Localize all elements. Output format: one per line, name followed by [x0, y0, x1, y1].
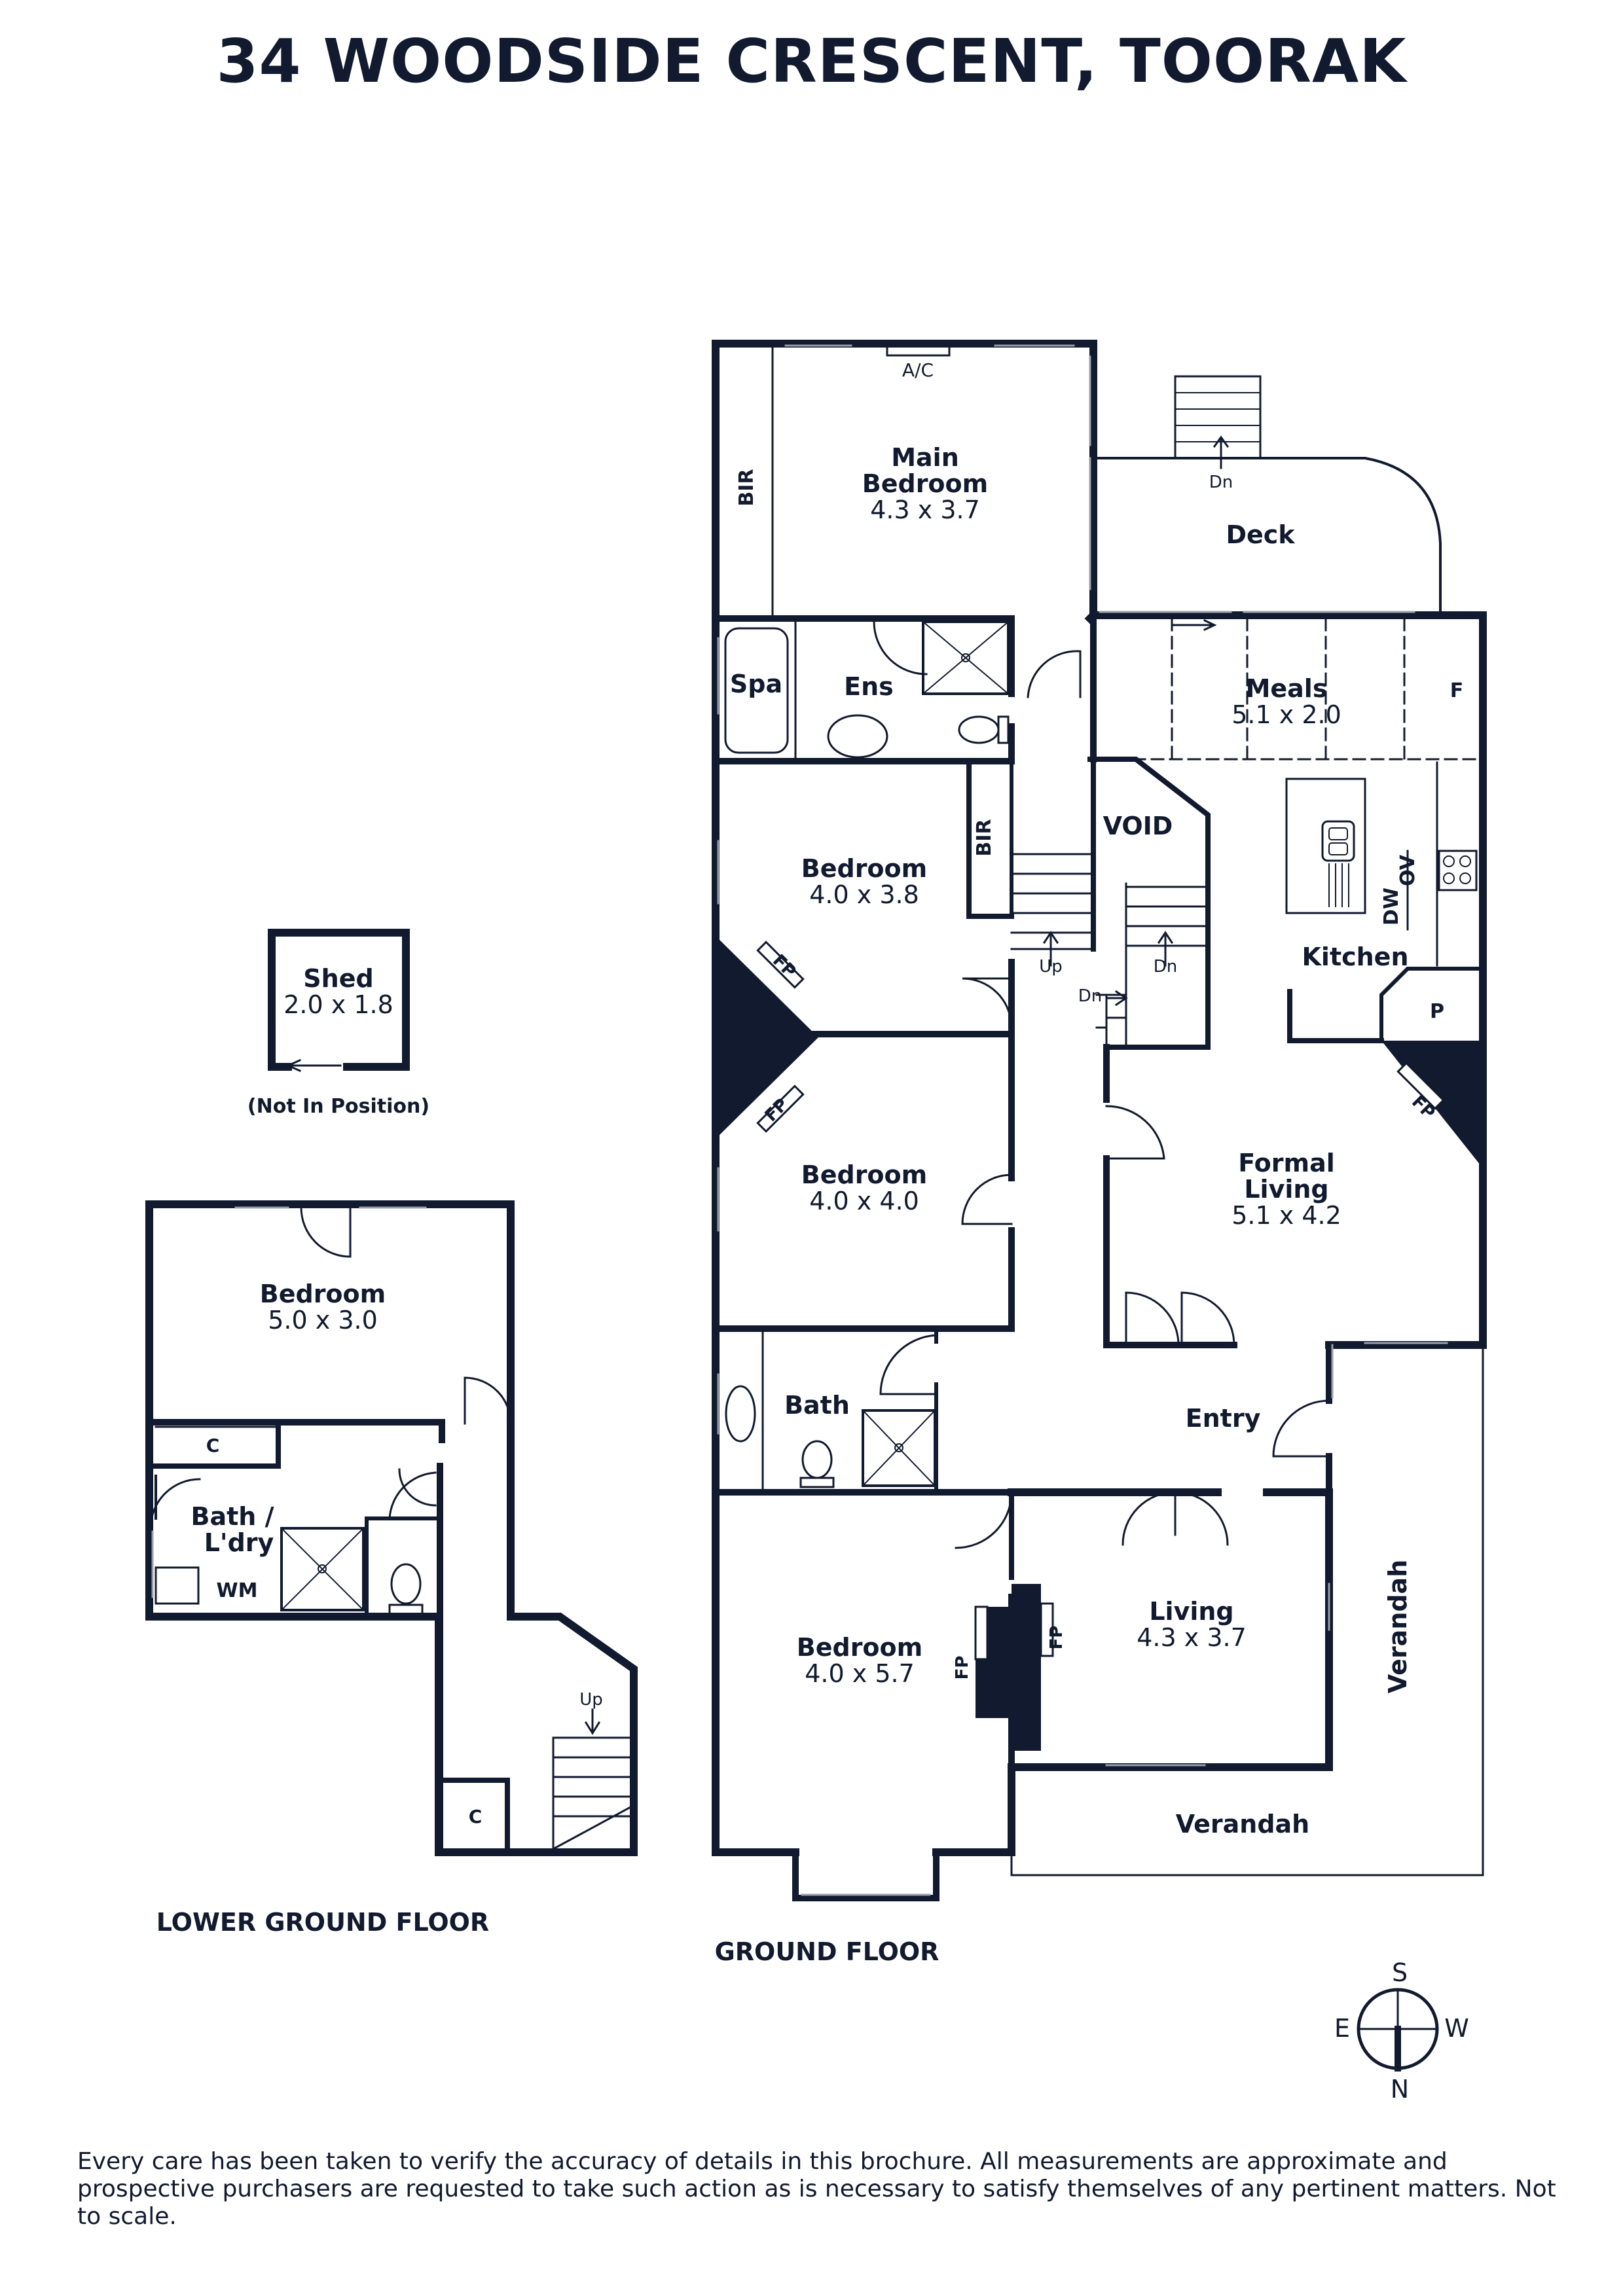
bath-label: Bath: [784, 1391, 850, 1420]
main-bedroom-size: 4.3 x 3.7: [870, 495, 980, 524]
ground-floor-label: GROUND FLOOR: [715, 1937, 939, 1966]
lower-bedroom-size: 5.0 x 3.0: [268, 1306, 378, 1335]
dishwasher-label: DW: [1380, 888, 1403, 925]
lower-stairs-up: Up: [579, 1690, 603, 1710]
verandah-side-label: Verandah: [1383, 1560, 1412, 1693]
compass-s: S: [1392, 1958, 1408, 1987]
fireplace-label-4: FP: [953, 1656, 972, 1680]
deck-label: Deck: [1226, 520, 1295, 549]
spa-label: Spa: [730, 670, 782, 698]
bedroom3-name: Bedroom: [801, 1160, 928, 1189]
oven-label: OV: [1396, 854, 1419, 886]
verandah-front-label: Verandah: [1176, 1810, 1309, 1839]
fridge-label: F: [1450, 679, 1464, 702]
compass: [1357, 1988, 1439, 2072]
main-bedroom-line2: Bedroom: [862, 469, 989, 498]
disclaimer-text: Every care has been taken to verify the …: [77, 2148, 1556, 2230]
bedroom2-name: Bedroom: [801, 854, 928, 883]
living-size: 4.3 x 3.7: [1137, 1623, 1247, 1652]
ground-floor: [712, 340, 1487, 1901]
bedroom2-size: 4.0 x 3.8: [809, 880, 919, 909]
shed-name: Shed: [303, 964, 373, 993]
lower-stairs: [551, 1708, 634, 1854]
shed-size: 2.0 x 1.8: [283, 990, 393, 1019]
fireplace-label-5: FP: [1047, 1626, 1067, 1650]
deck-stairs-dn: Dn: [1209, 473, 1233, 492]
shed-note: (Not In Position): [247, 1095, 429, 1118]
formal-living-line2: Living: [1244, 1175, 1328, 1204]
shed: [268, 929, 410, 1072]
bedroom3-size: 4.0 x 4.0: [809, 1187, 919, 1215]
stairs-dn-label: Dn: [1154, 957, 1178, 977]
lower-floor-label: LOWER GROUND FLOOR: [156, 1908, 489, 1937]
ground-stairs: [1010, 853, 1206, 1049]
living-name: Living: [1149, 1597, 1233, 1626]
pantry-label: P: [1430, 1000, 1444, 1023]
void-label: VOID: [1103, 812, 1173, 840]
ensuite-label: Ens: [844, 672, 894, 701]
main-bedroom-line1: Main: [891, 443, 959, 472]
lower-bath-line2: L'dry: [204, 1528, 274, 1557]
kitchen-label: Kitchen: [1302, 942, 1408, 971]
page-title: 34 WOODSIDE CRESCENT, TOORAK: [216, 26, 1407, 96]
bedroom4-size: 4.0 x 5.7: [805, 1659, 915, 1688]
stairs-dn-label-2: Dn: [1078, 986, 1103, 1006]
formal-living-line1: Formal: [1238, 1149, 1335, 1177]
lower-bath-line1: Bath /: [191, 1502, 274, 1531]
entry-label: Entry: [1186, 1404, 1261, 1433]
stairs-up-label: Up: [1039, 957, 1063, 977]
compass-n: N: [1391, 2075, 1409, 2104]
lower-cupboard: C: [206, 1435, 220, 1456]
compass-w: W: [1444, 2014, 1469, 2043]
main-bir-label: BIR: [735, 469, 758, 506]
compass-e: E: [1334, 2014, 1350, 2043]
lower-ground-floor: [145, 1200, 638, 1856]
bedroom4-name: Bedroom: [797, 1633, 923, 1662]
lower-cupboard-2: C: [469, 1806, 483, 1827]
lower-bedroom-name: Bedroom: [260, 1280, 386, 1308]
formal-living-size: 5.1 x 4.2: [1231, 1201, 1341, 1230]
washing-machine-label: WM: [217, 1579, 258, 1602]
bedroom2-bir-label: BIR: [973, 819, 996, 856]
meals-name: Meals: [1246, 674, 1328, 703]
ac-label: A/C: [902, 359, 934, 381]
meals-size: 5.1 x 2.0: [1231, 700, 1341, 729]
